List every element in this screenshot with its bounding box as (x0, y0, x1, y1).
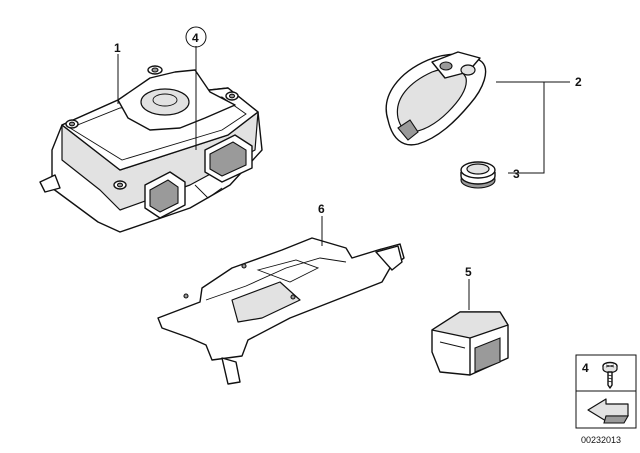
leader-lines (117, 46, 570, 310)
holder-part[interactable] (431, 311, 509, 376)
callout-2: 2 (575, 75, 582, 89)
direction-arrow-icon (587, 398, 629, 424)
legend-box: 4 (575, 354, 637, 429)
callout-3: 3 (513, 167, 520, 181)
screw-icon (602, 361, 618, 389)
battery-part[interactable] (460, 161, 496, 189)
document-number: 00232013 (581, 435, 621, 445)
callout-6: 6 (318, 202, 325, 216)
callout-4-circle (185, 26, 207, 48)
control-unit-part[interactable] (39, 65, 263, 233)
callout-5: 5 (465, 265, 472, 279)
callout-4: 4 (192, 31, 199, 45)
legend-label: 4 (582, 361, 589, 375)
bracket-part[interactable] (157, 237, 405, 385)
key-fob-part[interactable] (385, 51, 487, 146)
callout-1: 1 (114, 41, 121, 55)
